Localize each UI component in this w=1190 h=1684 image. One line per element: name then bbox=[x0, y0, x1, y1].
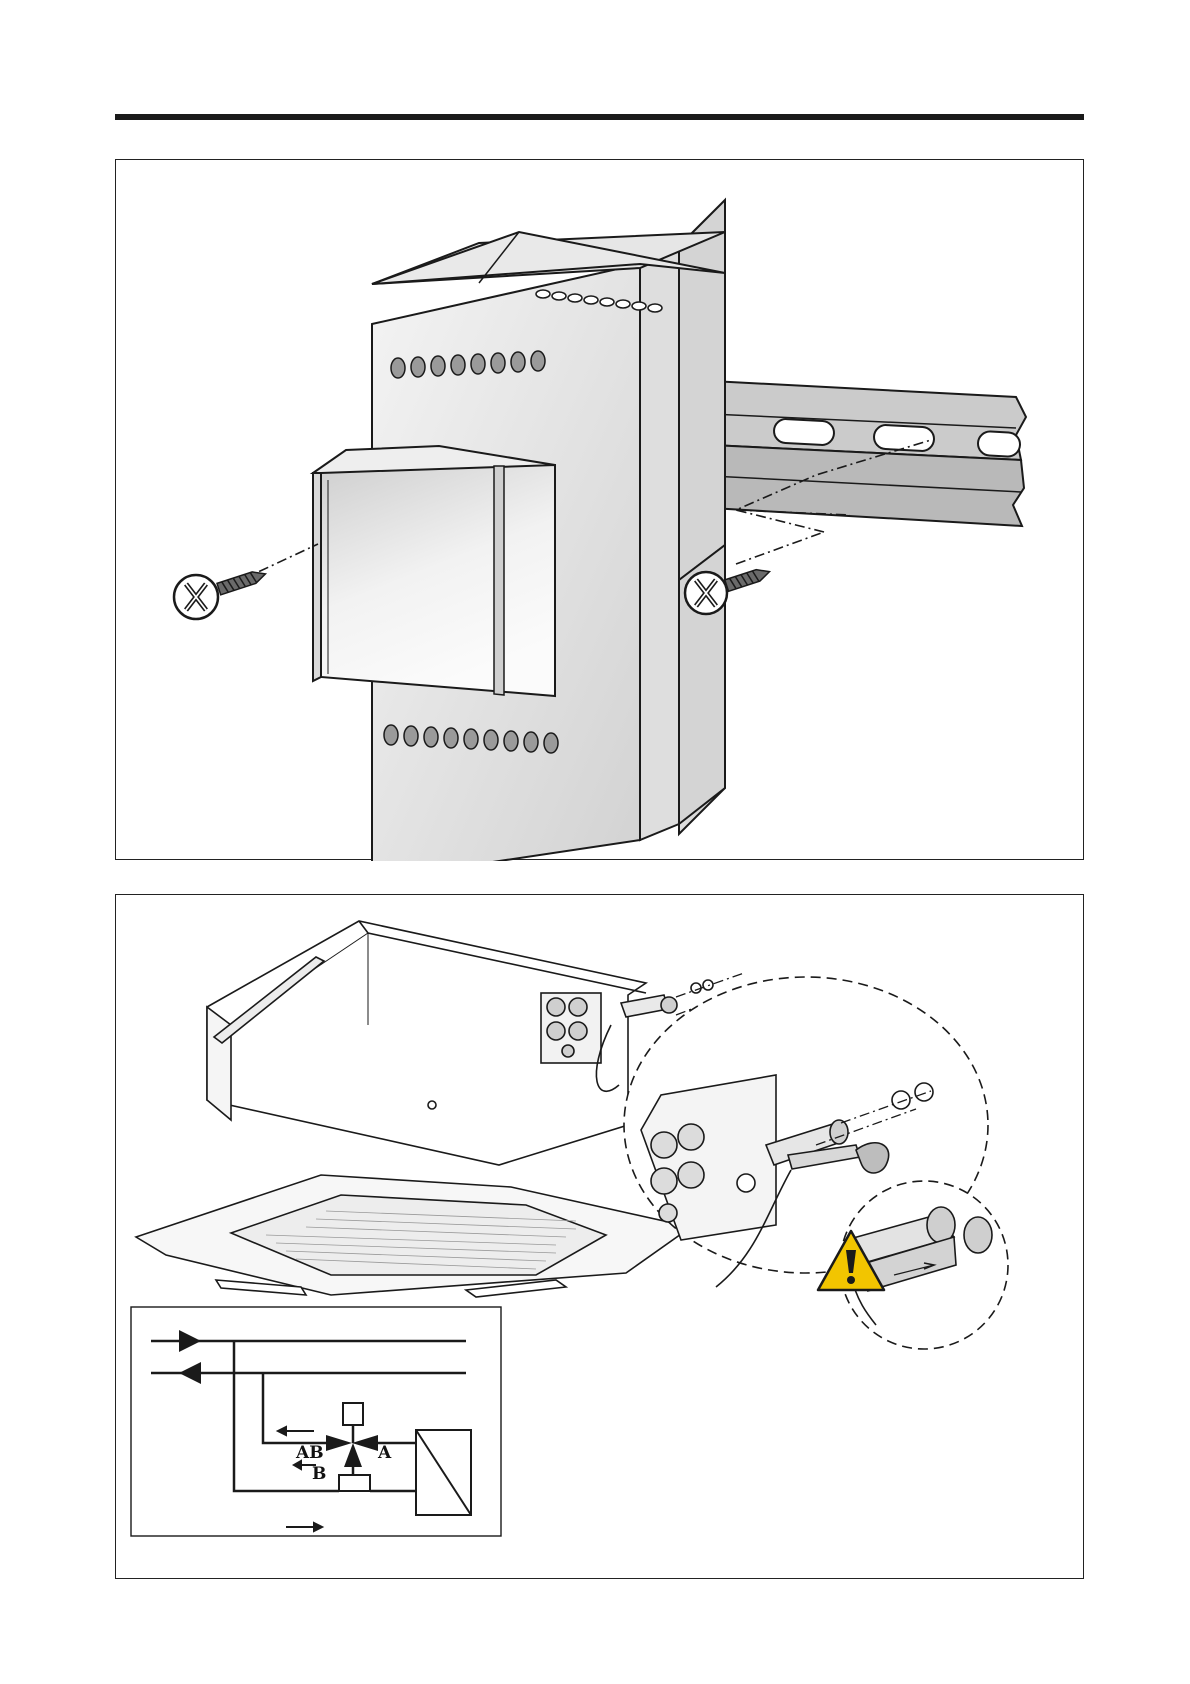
panel-din-rail-mounting bbox=[115, 159, 1084, 860]
port-a-label: A bbox=[377, 1443, 392, 1463]
screw-icon bbox=[685, 566, 771, 614]
screw-icon bbox=[174, 568, 267, 619]
front-cover bbox=[313, 446, 555, 696]
din-rail bbox=[711, 381, 1026, 526]
header-rule bbox=[115, 114, 1084, 120]
port-ab-label: AB bbox=[295, 1443, 324, 1463]
cassette-valve-illustration: AB A B bbox=[116, 895, 1085, 1580]
valve-schematic: AB A B bbox=[131, 1307, 501, 1536]
port-b-label: B bbox=[312, 1464, 326, 1484]
din-rail-mounting-illustration bbox=[116, 160, 1085, 861]
panel-cassette-valve-installation: AB A B bbox=[115, 894, 1084, 1579]
